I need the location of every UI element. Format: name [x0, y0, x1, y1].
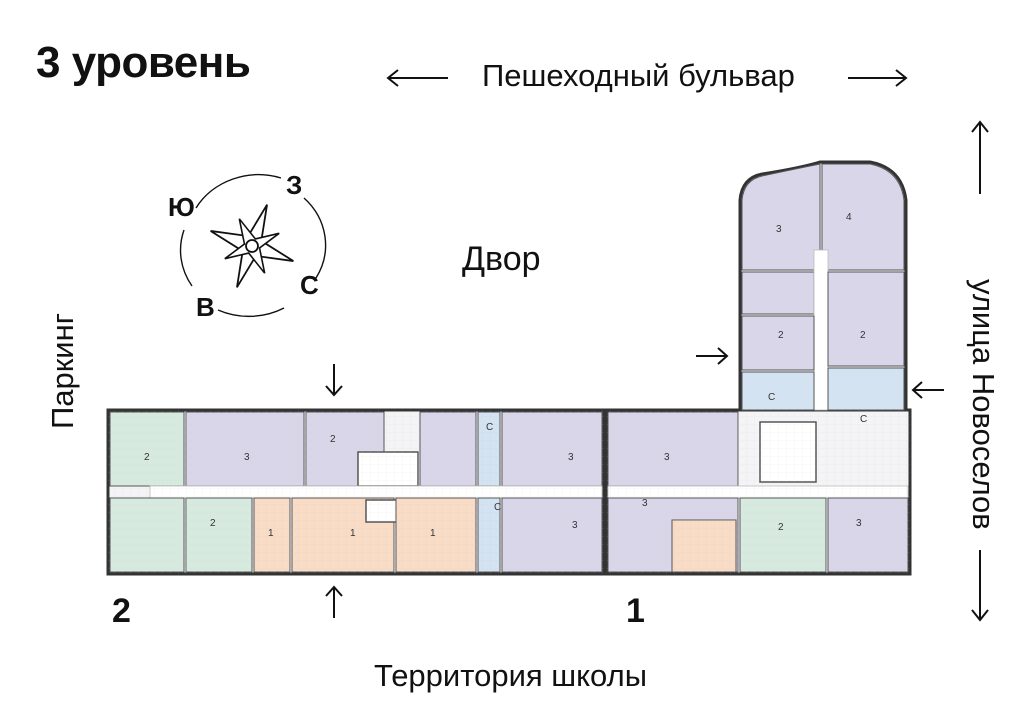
apt-label: C [494, 502, 501, 513]
apt-label: 2 [144, 452, 150, 463]
apt-label: 3 [642, 498, 648, 509]
apt-label: 1 [350, 528, 356, 539]
apt-label: 4 [846, 212, 852, 223]
apt-label: 3 [776, 224, 782, 235]
section-number-2: 2 [112, 592, 131, 630]
apt-label: C [860, 414, 867, 425]
entrance-arrow-right-icon [696, 347, 729, 365]
apt-label: 1 [430, 528, 436, 539]
double-arrow-vertical-icon [971, 120, 989, 622]
apt-label: 3 [568, 452, 574, 463]
section-1-plan [604, 160, 912, 576]
section-2-plan [106, 408, 606, 576]
compass-rose [179, 174, 327, 318]
entrance-arrow-down-icon [325, 364, 343, 397]
parking-label: Паркинг [45, 312, 80, 430]
top-street: Пешеходный бульвар [386, 58, 910, 98]
page-title: 3 уровень [36, 38, 251, 87]
apartment[interactable] [741, 315, 815, 371]
apartment[interactable] [821, 163, 905, 271]
apt-label: 3 [856, 518, 862, 529]
compass-label-south: Ю [168, 192, 195, 222]
apt-label: 3 [664, 452, 670, 463]
compass-star-icon [210, 204, 294, 288]
apartment[interactable] [827, 271, 905, 367]
top-street-label: Пешеходный бульвар [482, 58, 795, 93]
entrance-arrow-up-icon [325, 585, 343, 618]
compass-label-north: С [300, 270, 319, 300]
apt-label: 3 [244, 452, 250, 463]
apartment[interactable] [741, 371, 815, 411]
floor-plan: 2 3 2 C 3 2 1 1 1 3 3 C 3 2 3 4 3 2 2 C … [106, 160, 912, 576]
bottom-area-label: Территория школы [374, 658, 647, 693]
apt-label: C [768, 392, 775, 403]
apt-label: 2 [860, 330, 866, 341]
apt-label: C [486, 422, 493, 433]
apt-label: 2 [210, 518, 216, 529]
apartment[interactable] [741, 271, 815, 315]
apartment[interactable] [741, 163, 821, 271]
apt-label: 1 [268, 528, 274, 539]
apartment-labels: 2 3 2 C 3 2 1 1 1 3 3 C 3 2 3 4 3 2 2 C … [144, 212, 867, 539]
apt-label: 2 [778, 330, 784, 341]
courtyard-label: Двор [462, 240, 541, 278]
compass-label-east: В [196, 292, 215, 322]
double-arrow-horizontal-icon [386, 69, 908, 87]
apt-label: 2 [330, 434, 336, 445]
apt-label: 2 [778, 522, 784, 533]
compass-label-west: З [286, 170, 303, 200]
entrance-arrow-left-icon [911, 381, 944, 399]
apartment[interactable] [827, 367, 905, 411]
apt-label: 3 [572, 520, 578, 531]
section-number-1: 1 [626, 592, 645, 630]
